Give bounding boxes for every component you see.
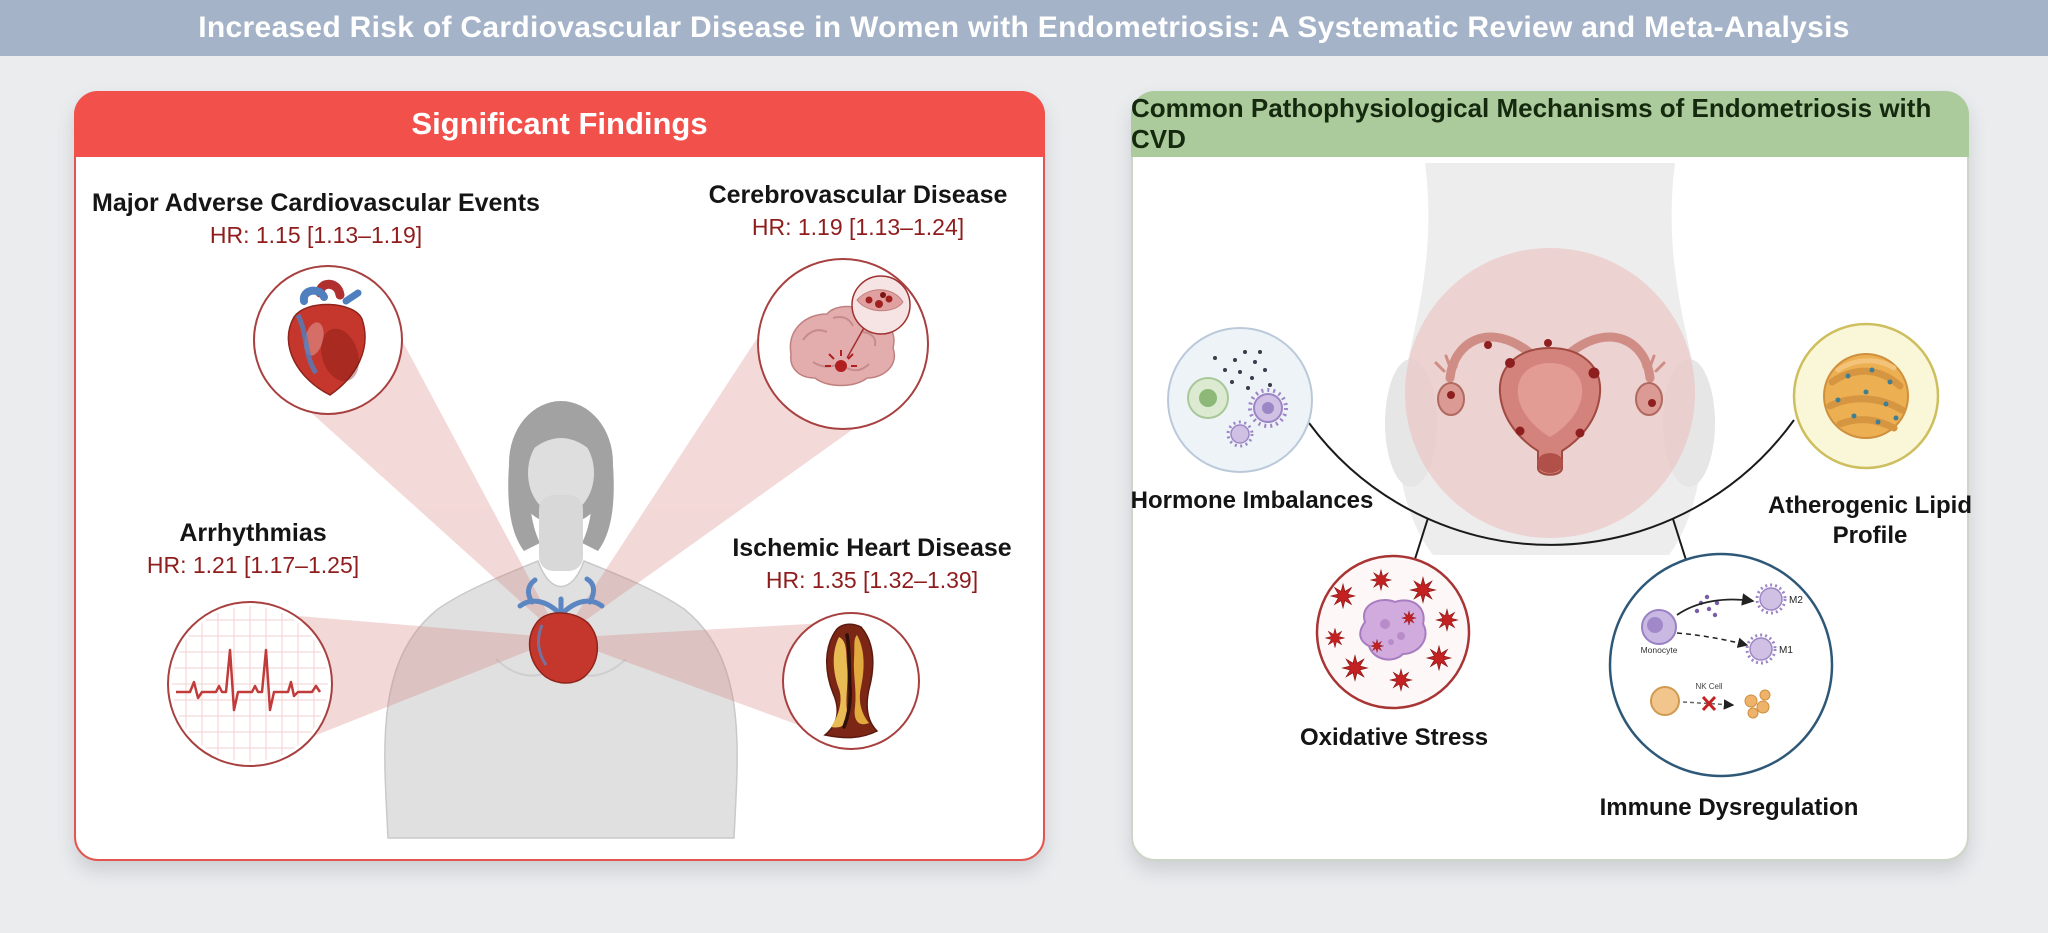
- finding-label: Cerebrovascular Disease: [708, 181, 1008, 209]
- oxidative-stress-icon: [1315, 554, 1471, 710]
- stenosed-artery-icon: [782, 612, 920, 750]
- right-panel-header: Common Pathophysiological Mechanisms of …: [1131, 91, 1969, 157]
- monocyte-label: Monocyte: [1641, 645, 1678, 655]
- m1-label: M1: [1779, 645, 1793, 656]
- ecg-trace-icon: [167, 601, 333, 767]
- m2-label: M2: [1789, 595, 1803, 606]
- significant-findings-panel: Significant Findings Major Adverse Cardi…: [74, 91, 1045, 861]
- finding-cerebrovascular: Cerebrovascular Disease HR: 1.19 [1.13–1…: [709, 181, 1008, 241]
- mechanism-label-hormone: Hormone Imbalances: [1130, 487, 1374, 514]
- mechanism-label-oxidative: Oxidative Stress: [1299, 724, 1489, 751]
- finding-hazard-ratio: HR: 1.21 [1.17–1.25]: [146, 552, 360, 578]
- finding-label: Arrhythmias: [179, 519, 327, 547]
- uterus-icon: [1405, 248, 1695, 538]
- finding-mace: Major Adverse Cardiovascular Events HR: …: [92, 189, 540, 249]
- finding-arrhythmias: Arrhythmias HR: 1.21 [1.17–1.25]: [147, 519, 359, 579]
- woman-silhouette: [384, 401, 738, 839]
- finding-hazard-ratio: HR: 1.35 [1.32–1.39]: [765, 567, 979, 593]
- chest-heart-icon: [517, 576, 605, 684]
- mechanisms-illustration: Monocyte M2 M1 NK Cell: [1167, 163, 1940, 778]
- finding-label: Ischemic Heart Disease: [732, 534, 1012, 562]
- mechanism-label-immune: Immune Dysregulation: [1599, 794, 1859, 821]
- finding-hazard-ratio: HR: 1.19 [1.13–1.24]: [751, 214, 965, 240]
- brain-stroke-icon: [757, 258, 929, 430]
- mechanism-connectors: [1308, 419, 1795, 561]
- right-panel-title: Common Pathophysiological Mechanisms of …: [1131, 93, 1932, 154]
- mechanisms-panel: Monocyte M2 M1 NK Cell: [1130, 91, 1972, 861]
- title-bar: Increased Risk of Cardiovascular Disease…: [0, 0, 2048, 56]
- anatomical-heart-icon: [253, 265, 403, 415]
- finding-ischemic-heart-disease: Ischemic Heart Disease HR: 1.35 [1.32–1.…: [732, 534, 1011, 594]
- left-panel-title: Significant Findings: [411, 106, 708, 141]
- finding-hazard-ratio: HR: 1.15 [1.13–1.19]: [209, 222, 423, 248]
- main-title: Increased Risk of Cardiovascular Disease…: [198, 11, 1850, 44]
- pelvis-silhouette: [1385, 163, 1715, 555]
- immune-cells-icon: Monocyte M2 M1 NK Cell: [1608, 552, 1834, 778]
- nk-cell-label: NK Cell: [1695, 682, 1722, 691]
- left-panel-header: Significant Findings: [74, 91, 1045, 157]
- lipid-sphere-icon: [1792, 322, 1940, 470]
- finding-label: Major Adverse Cardiovascular Events: [92, 189, 540, 217]
- mechanism-label-lipid: Atherogenic Lipid Profile: [1768, 492, 1972, 549]
- hormone-cells-icon: [1167, 327, 1313, 473]
